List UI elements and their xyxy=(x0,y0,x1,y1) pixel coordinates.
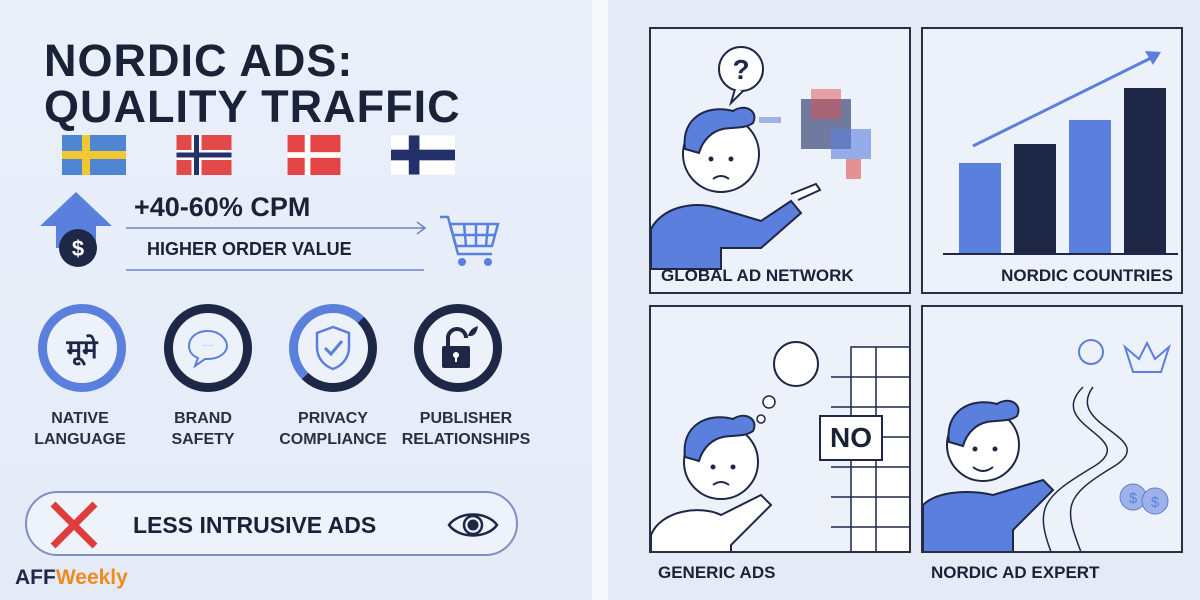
title-line-2: QUALITY TRAFFIC xyxy=(44,81,461,132)
shopping-cart-icon xyxy=(440,215,500,266)
arrow-lines xyxy=(126,221,427,271)
left-infographic: NORDIC ADS: QUALITY TRAFFIC $ +40-60% CP… xyxy=(0,0,592,600)
shield-check-icon xyxy=(289,304,377,392)
global-ad-network-label: GLOBAL AD NETWORK xyxy=(661,266,854,285)
svg-text:$: $ xyxy=(1151,494,1160,511)
svg-text:$: $ xyxy=(72,236,84,261)
panel-nordic-countries: NORDIC COUNTRIES xyxy=(921,27,1183,294)
native-script-glyph: मूमे xyxy=(66,334,98,364)
crown-icon xyxy=(1122,340,1172,373)
bar-1 xyxy=(959,163,1001,253)
nordic-countries-label: NORDIC COUNTRIES xyxy=(1001,266,1173,285)
price-up-arrow-icon: $ xyxy=(40,192,112,267)
title-line-1: NORDIC ADS: xyxy=(44,35,354,86)
expert-path-illustration: $$ xyxy=(923,339,1172,551)
red-x-icon xyxy=(50,501,98,549)
native-language-icon: मूमे xyxy=(38,304,126,392)
bar-2 xyxy=(1014,144,1056,253)
sweden-flag xyxy=(62,135,126,175)
bar-4 xyxy=(1124,88,1166,253)
panel-nordic-ad-expert: $$ xyxy=(921,305,1183,553)
bar-3 xyxy=(1069,120,1111,253)
nordic-ad-expert-label: NORDIC AD EXPERT xyxy=(931,563,1100,582)
norway-flag xyxy=(176,135,232,175)
question-mark: ? xyxy=(732,54,749,85)
no-sign: NO xyxy=(819,415,883,461)
divider xyxy=(592,0,608,600)
trend-arrow xyxy=(972,55,1154,148)
finland-flag xyxy=(391,135,455,175)
higher-order-value: HIGHER ORDER VALUE xyxy=(147,239,352,259)
banner-text: LESS INTRUSIVE ADS xyxy=(133,512,377,538)
affweekly-logo: AFFWeekly xyxy=(15,566,128,589)
denmark-flag xyxy=(287,135,341,175)
less-intrusive-ads-banner: LESS INTRUSIVE ADS xyxy=(25,491,518,556)
panel-global-ad-network: ? GLOBAL AD NETWORK xyxy=(649,27,911,294)
svg-text:····: ···· xyxy=(203,341,214,350)
eye-icon xyxy=(447,513,499,537)
scattered-ads-pixels xyxy=(759,89,871,179)
svg-text:$: $ xyxy=(1129,490,1138,507)
comic-panels: ? GLOBAL AD NETWORK NORDIC COUNTRIES xyxy=(608,0,1200,600)
cpm-value: +40-60% CPM xyxy=(134,192,311,222)
speech-bubble-icon: ···· xyxy=(164,304,252,392)
growth-bar-chart-illustration xyxy=(943,51,1178,255)
padlock-leaf-icon xyxy=(414,304,502,392)
panel-generic-ads: NO xyxy=(649,305,911,553)
confused-person-illustration: ? xyxy=(651,46,871,270)
generic-ads-label: GENERIC ADS xyxy=(658,563,776,582)
